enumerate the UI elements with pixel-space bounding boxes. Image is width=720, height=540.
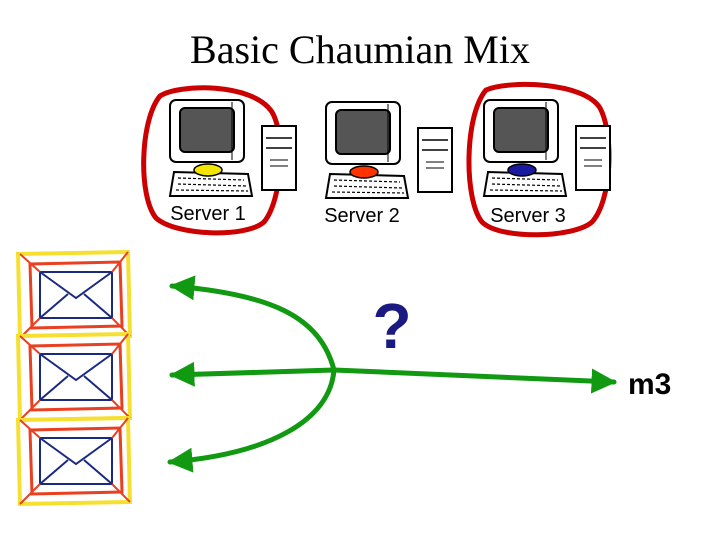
arrow-to-output xyxy=(331,367,617,394)
unknown-mapping-mark: ? xyxy=(372,290,411,362)
computer-icon-2 xyxy=(325,101,453,199)
server-1-accent xyxy=(193,163,223,177)
arrow-to-message-1 xyxy=(169,275,337,373)
server-2: Server 2 xyxy=(324,101,453,227)
mix-arrows xyxy=(167,275,617,473)
output-message-label: m3 xyxy=(628,368,671,401)
arrow-to-message-3 xyxy=(167,367,337,473)
envelope-icon-2 xyxy=(16,332,132,422)
server-1-label: Server 1 xyxy=(170,203,246,225)
server-2-accent xyxy=(349,165,379,179)
server-3: Server 3 xyxy=(466,81,612,238)
server-2-label: Server 2 xyxy=(324,205,400,227)
arrow-to-message-2 xyxy=(169,361,337,387)
selection-circle-1 xyxy=(141,85,283,236)
envelope-icon-1 xyxy=(16,250,132,340)
server-1: Server 1 xyxy=(141,85,297,236)
selection-circle-3 xyxy=(466,81,612,238)
envelope-icon-3 xyxy=(16,416,132,506)
computer-icon-1 xyxy=(169,99,297,197)
computer-icon-3 xyxy=(483,99,611,197)
server-3-accent xyxy=(507,163,537,177)
slide-title: Basic Chaumian Mix xyxy=(190,27,530,72)
server-3-label: Server 3 xyxy=(490,205,566,227)
